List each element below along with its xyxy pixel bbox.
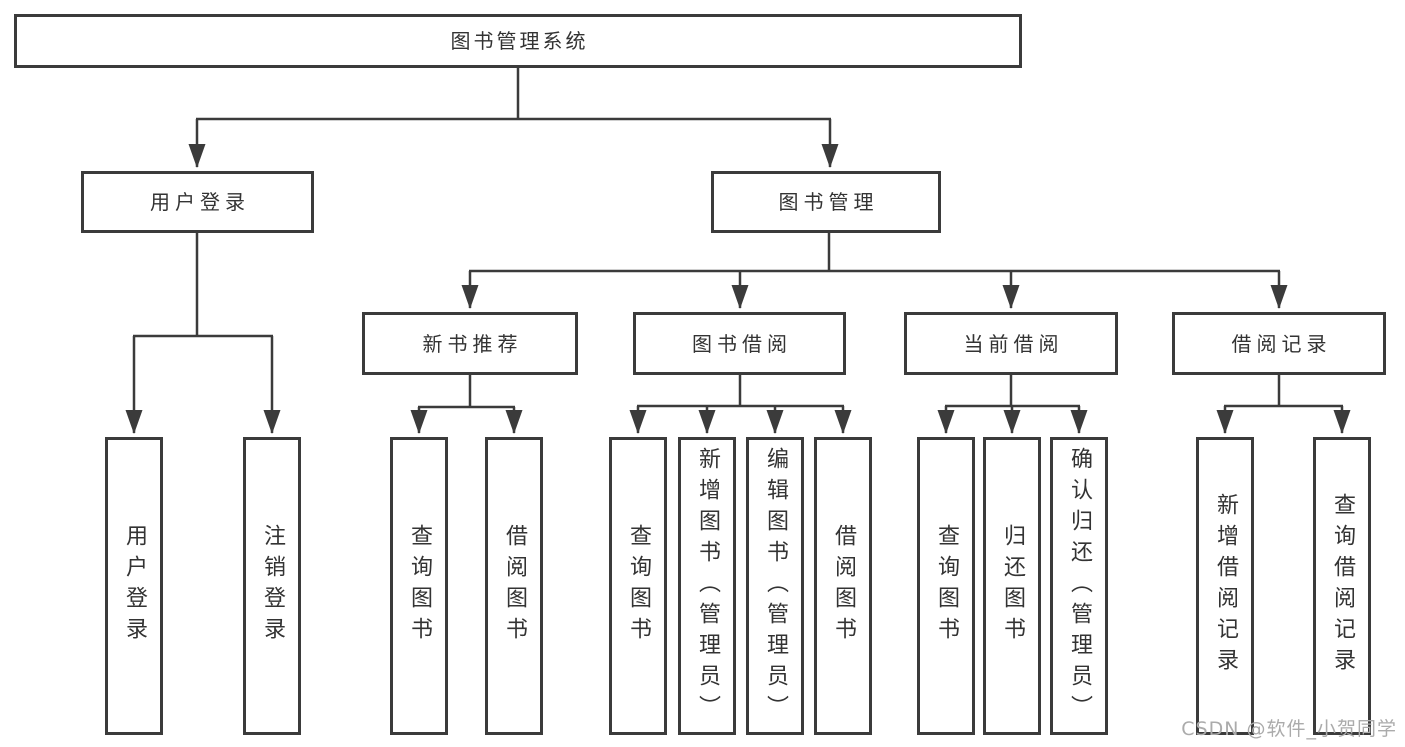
leaf-borrow-books: 借阅图书 bbox=[814, 437, 872, 735]
node-label: 归还图书 bbox=[1000, 524, 1025, 648]
node-borrowing-records: 借阅记录 bbox=[1172, 312, 1386, 375]
leaf-logout-login: 注销登录 bbox=[243, 437, 301, 735]
node-book-management: 图书管理 bbox=[711, 171, 941, 233]
node-label: 借阅图书 bbox=[831, 524, 856, 648]
node-label: 当前借阅 bbox=[963, 331, 1064, 356]
csdn-watermark: CSDN @软件_小贺同学 bbox=[1181, 718, 1397, 740]
leaf-query-books-borrow: 查询图书 bbox=[609, 437, 667, 735]
leaf-query-borrow-record: 查询借阅记录 bbox=[1313, 437, 1371, 735]
node-label: 查询图书 bbox=[934, 524, 959, 648]
node-current-borrowing: 当前借阅 bbox=[904, 312, 1118, 375]
node-label: 借阅记录 bbox=[1231, 331, 1332, 356]
leaf-add-borrow-record: 新增借阅记录 bbox=[1196, 437, 1254, 735]
leaf-borrow-books-recommend: 借阅图书 bbox=[485, 437, 543, 735]
node-label: 注销登录 bbox=[260, 524, 285, 648]
node-label: 借阅图书 bbox=[502, 524, 527, 648]
leaf-edit-book-admin: 编辑图书（管理员） bbox=[746, 437, 804, 735]
node-label: 用户登录 bbox=[122, 524, 147, 648]
node-library-management-system: 图书管理系统 bbox=[14, 14, 1022, 68]
node-label: 查询图书 bbox=[626, 524, 651, 648]
node-new-book-recommendation: 新书推荐 bbox=[362, 312, 578, 375]
node-label: 用户登录 bbox=[150, 190, 250, 214]
node-label: 确认归还（管理员） bbox=[1067, 446, 1092, 726]
node-label: 查询图书 bbox=[407, 524, 432, 648]
leaf-user-login: 用户登录 bbox=[105, 437, 163, 735]
leaf-confirm-return-admin: 确认归还（管理员） bbox=[1050, 437, 1108, 735]
node-label: 图书管理 bbox=[778, 190, 879, 214]
leaf-add-book-admin: 新增图书（管理员） bbox=[678, 437, 736, 735]
node-label: 新增图书（管理员） bbox=[695, 446, 720, 726]
node-label: 图书管理系统 bbox=[450, 29, 589, 53]
node-book-borrowing: 图书借阅 bbox=[633, 312, 846, 375]
node-label: 图书借阅 bbox=[692, 331, 792, 356]
node-user-login: 用户登录 bbox=[81, 171, 314, 233]
leaf-return-books: 归还图书 bbox=[983, 437, 1041, 735]
leaf-query-books-recommend: 查询图书 bbox=[390, 437, 448, 735]
node-label: 编辑图书（管理员） bbox=[763, 446, 788, 726]
node-label: 新书推荐 bbox=[422, 331, 523, 356]
leaf-query-books-current: 查询图书 bbox=[917, 437, 975, 735]
node-label: 查询借阅记录 bbox=[1330, 493, 1355, 679]
node-label: 新增借阅记录 bbox=[1213, 493, 1238, 679]
